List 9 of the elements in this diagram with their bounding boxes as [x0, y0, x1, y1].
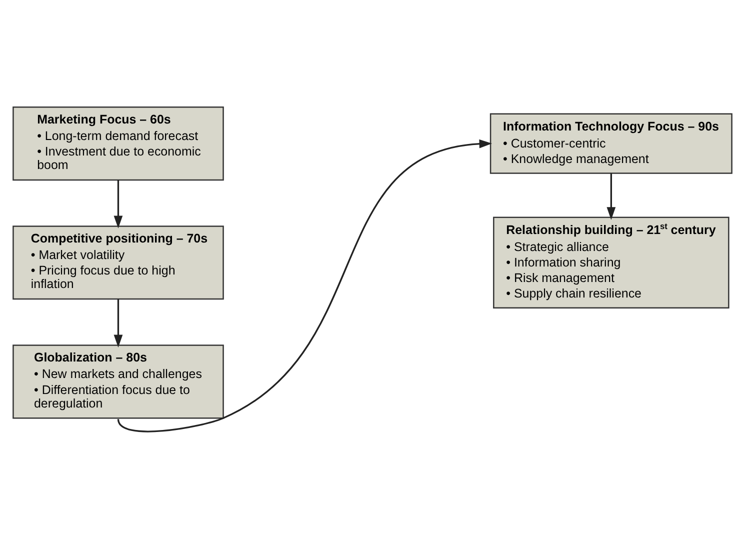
node-box: Information Technology Focus – 90s • Customer-centric • Knowledge management [490, 112, 732, 174]
node-box: Relationship building – 21$^{st}$ century • Strategic alliance • Information sharing • Risk management • Supply chain resilience [493, 216, 730, 308]
node-box: Competitive positioning – 70s • Market volatility • Pricing focus due to high inflation [12, 225, 224, 300]
arrow [114, 298, 123, 347]
arrow [117, 138, 492, 432]
arrow [114, 180, 123, 228]
node-box: Globalization – 80s • New markets and challenges • Differentiation focus due to deregulation [12, 344, 224, 418]
arrow [606, 172, 616, 220]
node-box: Marketing Focus – 60s • Long-term demand forecast • Investment due to economic boom [12, 106, 224, 180]
